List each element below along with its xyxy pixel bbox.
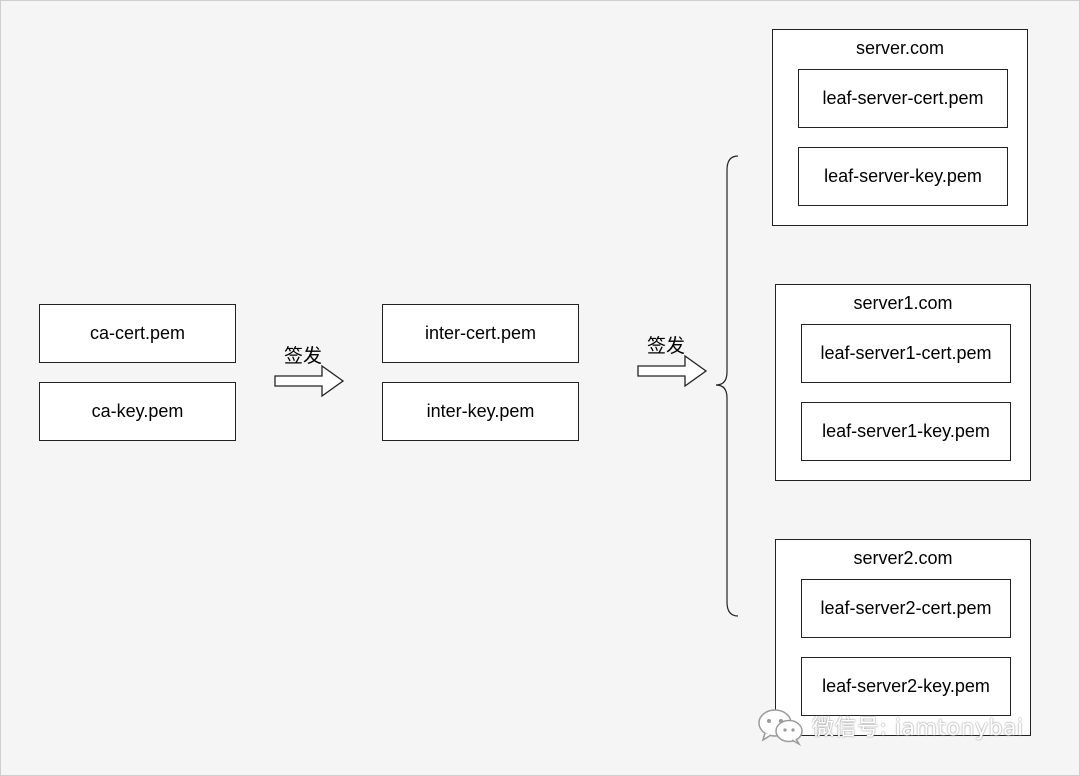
arrow1-label: 签发	[284, 345, 323, 367]
leaf-key-box: leaf-server1-key.pem	[801, 402, 1011, 461]
server-group-title: server1.com	[853, 293, 953, 313]
leaf-key-label: leaf-server-key.pem	[824, 166, 982, 186]
leaf-cert-label: leaf-server-cert.pem	[822, 88, 984, 108]
inter-key-box: inter-key.pem	[382, 382, 579, 441]
watermark: 微信号: iamtonybai	[756, 706, 1024, 746]
leaf-key-label: leaf-server1-key.pem	[822, 421, 990, 441]
ca-cert-label: ca-cert.pem	[89, 323, 186, 343]
leaf-cert-box: leaf-server2-cert.pem	[801, 579, 1011, 638]
leaf-key-label: leaf-server2-key.pem	[822, 676, 990, 696]
server-group-0: server.com leaf-server-cert.pem leaf-ser…	[772, 29, 1028, 226]
server-group-title: server.com	[855, 38, 945, 58]
ca-key-label: ca-key.pem	[91, 401, 184, 421]
server-group-title: server2.com	[853, 548, 953, 568]
watermark-text: 微信号: iamtonybai	[812, 716, 1024, 741]
inter-cert-label: inter-cert.pem	[424, 323, 537, 343]
leaf-cert-box: leaf-server1-cert.pem	[801, 324, 1011, 383]
inter-cert-box: inter-cert.pem	[382, 304, 579, 363]
server-group-2: server2.com leaf-server2-cert.pem leaf-s…	[775, 539, 1031, 736]
leaf-cert-label: leaf-server1-cert.pem	[820, 343, 992, 363]
leaf-cert-label: leaf-server2-cert.pem	[820, 598, 992, 618]
leaf-key-box: leaf-server-key.pem	[798, 147, 1008, 206]
ca-cert-box: ca-cert.pem	[39, 304, 236, 363]
server-group-1: server1.com leaf-server1-cert.pem leaf-s…	[775, 284, 1031, 481]
leaf-cert-box: leaf-server-cert.pem	[798, 69, 1008, 128]
wechat-icon	[758, 709, 803, 746]
inter-key-label: inter-key.pem	[426, 401, 535, 421]
arrow2-label: 签发	[647, 335, 686, 357]
leaf-key-box: leaf-server2-key.pem	[801, 657, 1011, 716]
ca-key-box: ca-key.pem	[39, 382, 236, 441]
